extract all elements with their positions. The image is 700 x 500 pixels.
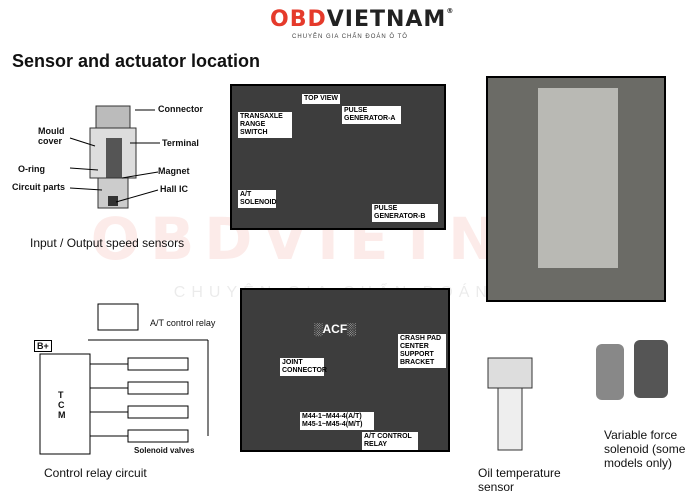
label-solenoid-valves: Solenoid valves (134, 446, 195, 455)
relay-circuit-drawing (39, 303, 209, 455)
label-hall-ic: Hall IC (160, 184, 189, 194)
relay-circuit-caption: Control relay circuit (44, 466, 147, 480)
label-at-control-relay: A/T control relay (150, 318, 216, 328)
brand-logo: OBDVIETNAM® (270, 7, 455, 32)
brand-vietnam: VIETNAM (326, 7, 447, 32)
valve-body-photo (486, 76, 666, 302)
label-magnet: Magnet (158, 166, 190, 176)
label-mould-cover: Mould cover (38, 126, 65, 146)
label-overlay: ░ACF░ (314, 322, 356, 336)
brand-header: OBDVIETNAM® CHUYÊN GIA CHẨN ĐOÁN Ô TÔ (0, 0, 700, 46)
oil-temperature-caption: Oil temperature sensor (478, 466, 561, 494)
label-joint-connector: JOINT CONNECTOR (280, 358, 327, 376)
page-title: Sensor and actuator location (12, 51, 261, 71)
label-m44-connectors: M44-1~M44-4(A/T) M45-1~M45-4(M/T) (300, 412, 374, 430)
label-connector: Connector (158, 104, 203, 114)
label-crash-pad-bracket: CRASH PAD CENTER SUPPORT BRACKET (398, 334, 446, 368)
label-terminal: Terminal (162, 138, 199, 148)
label-transaxle-range-switch: TRANSAXLE RANGE SWITCH (238, 112, 292, 138)
valve-body-plate (538, 88, 618, 268)
label-top-view: TOP VIEW (302, 94, 340, 104)
speed-sensor-caption: Input / Output speed sensors (30, 236, 185, 250)
speed-sensor-drawing (69, 105, 160, 209)
label-circuit-parts: Circuit parts (12, 182, 66, 192)
variable-force-solenoid-caption: Variable force solenoid (some models onl… (604, 428, 686, 470)
engine-photo-top: TOP VIEW TRANSAXLE RANGE SWITCH PULSE GE… (230, 84, 446, 230)
label-pulse-generator-b: PULSE GENERATOR-B (372, 204, 438, 222)
label-pulse-generator-a: PULSE GENERATOR-A (342, 106, 401, 124)
relay-circuit-diagram: B+ A/T control relay T C M Solenoid valv… (28, 298, 223, 458)
interior-photo: ░ACF░ JOINT CONNECTOR CRASH PAD CENTER S… (240, 288, 450, 452)
brand-obd: OBD (270, 7, 327, 32)
label-b-plus: B+ (34, 340, 52, 352)
solenoid-photo-1 (596, 344, 624, 400)
speed-sensor-diagram: Connector Mould cover Terminal O-ring Ma… (10, 98, 225, 228)
label-at-control-relay-photo: A/T CONTROL RELAY (362, 432, 418, 450)
label-o-ring: O-ring (18, 164, 45, 174)
label-at-solenoid: A/T SOLENOID (238, 190, 277, 208)
solenoid-photo-2 (634, 340, 668, 398)
brand-tagline: CHUYÊN GIA CHẨN ĐOÁN Ô TÔ (292, 34, 408, 40)
oil-temperature-sensor-drawing (487, 357, 533, 451)
label-tcm: T C M (58, 390, 66, 420)
